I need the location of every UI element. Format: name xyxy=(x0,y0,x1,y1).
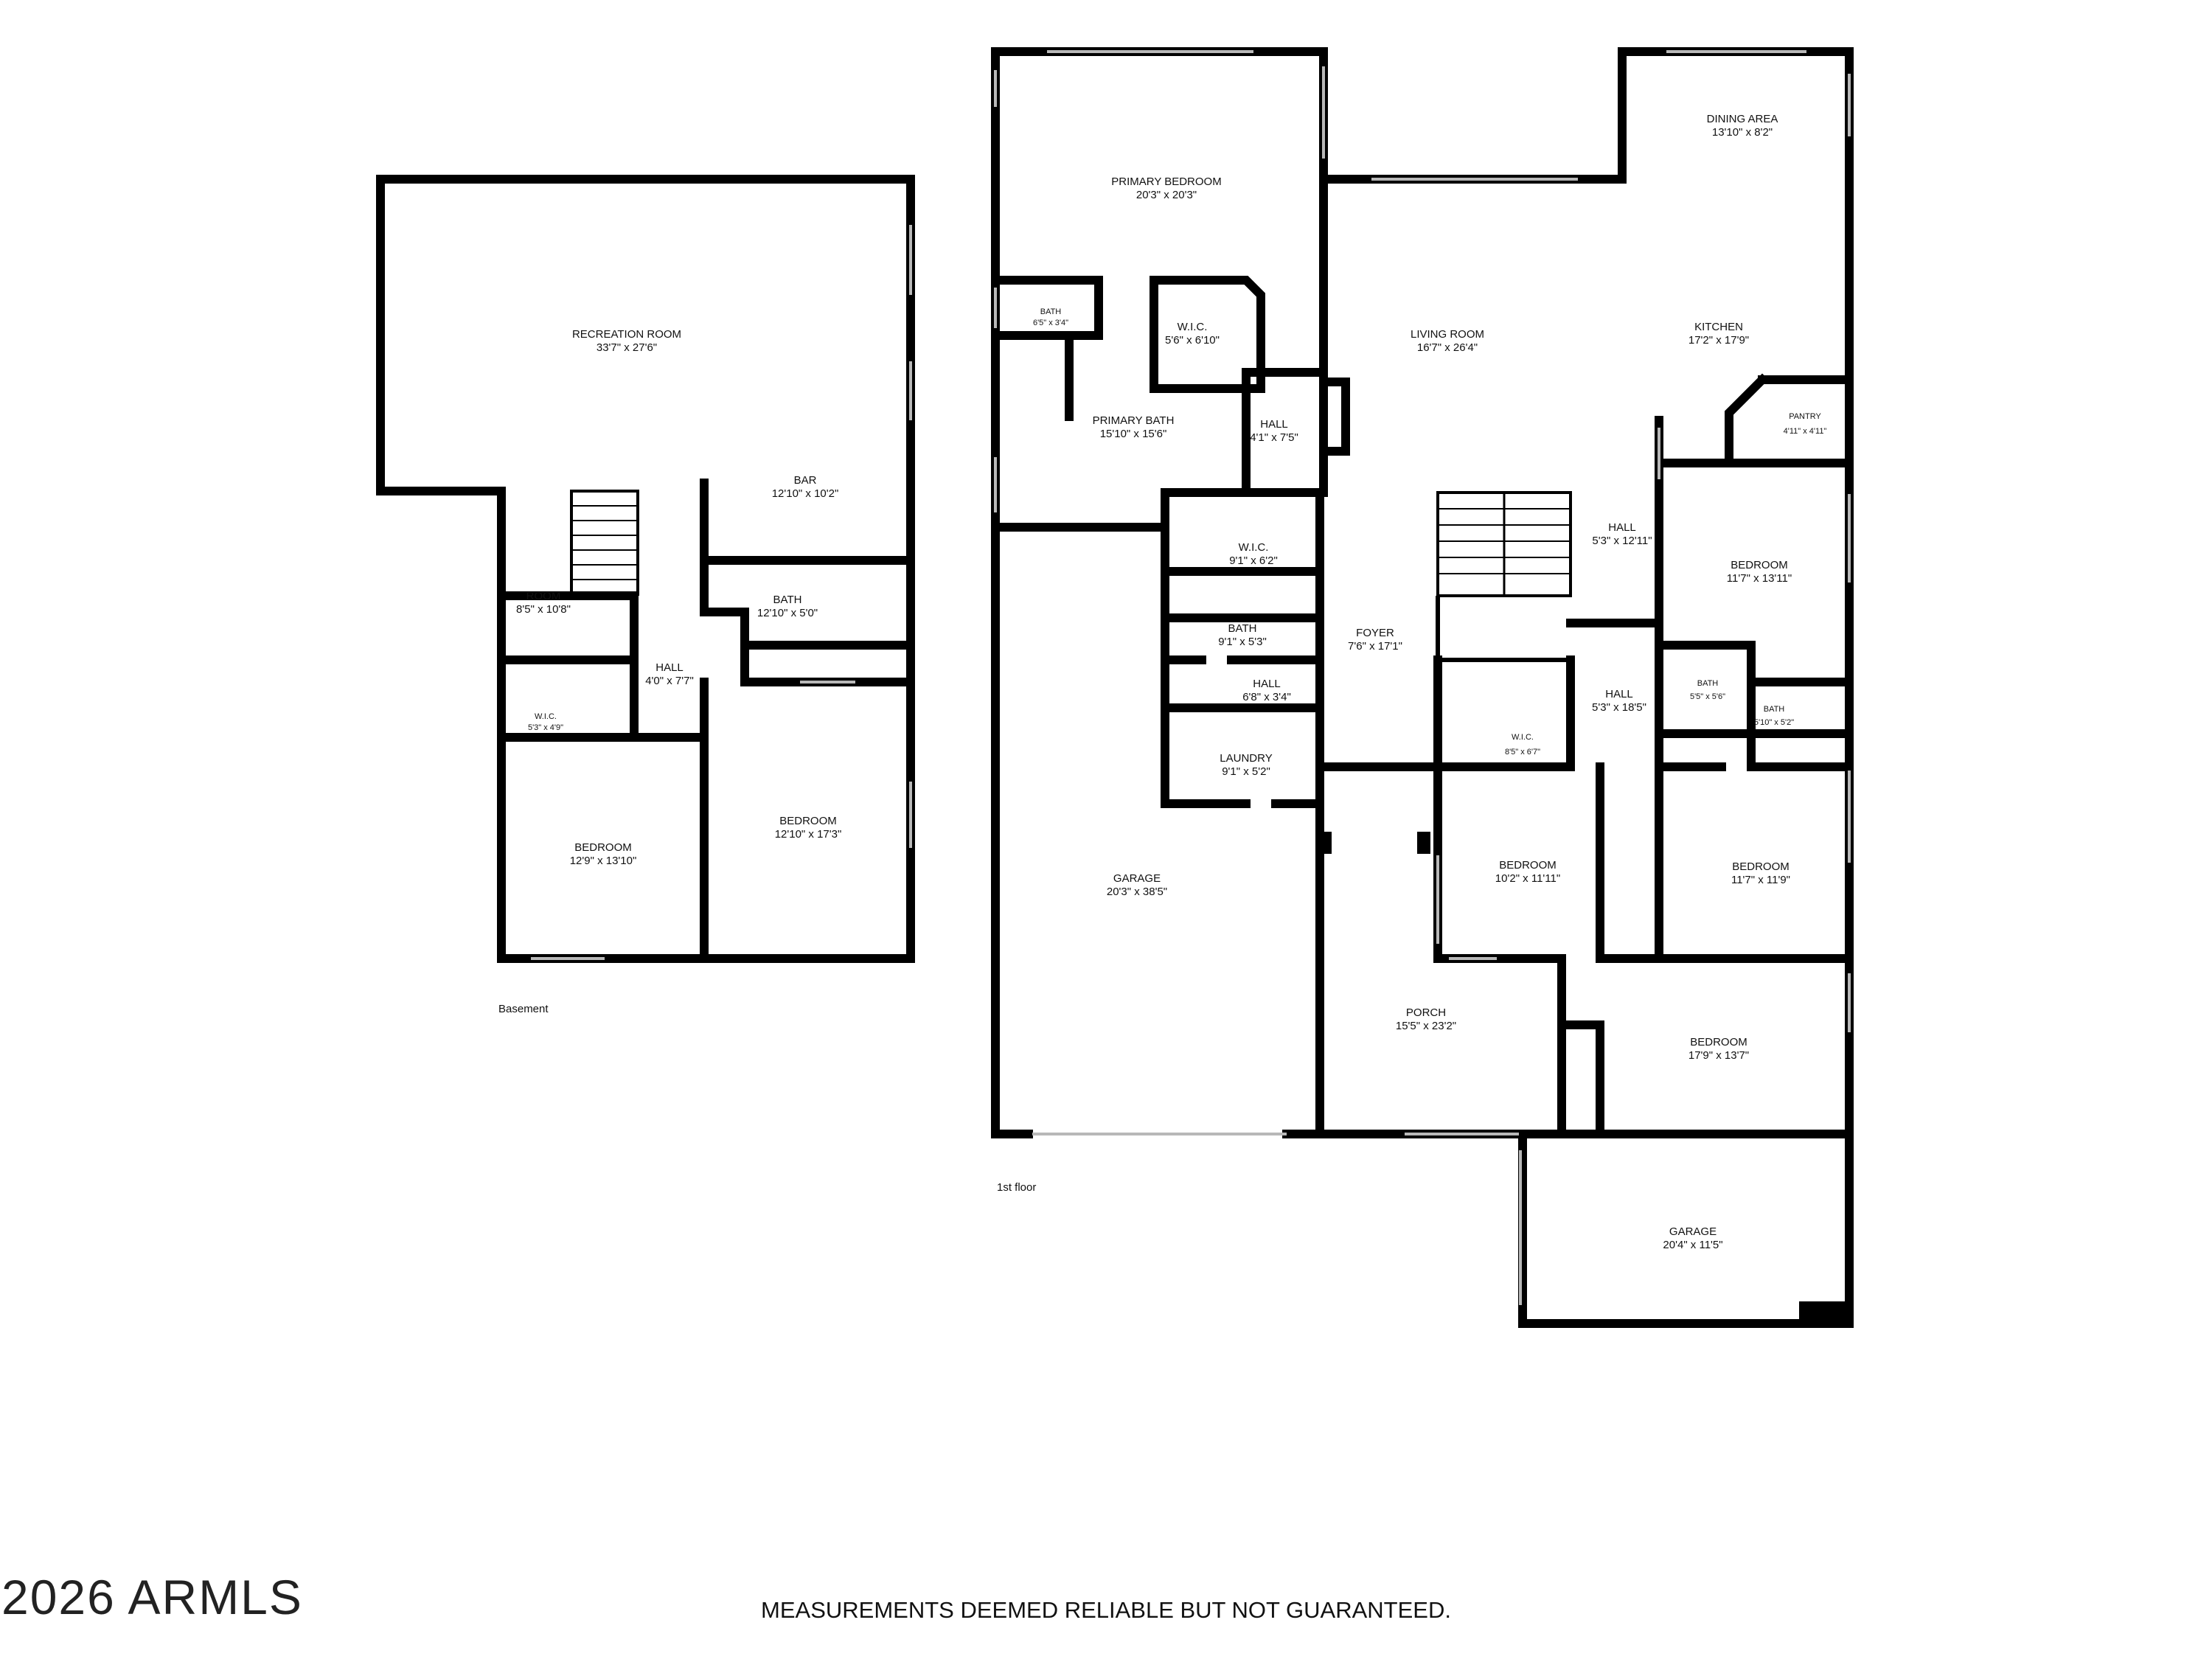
bedroom-east-label: BEDROOM xyxy=(1732,860,1790,873)
bedroom-ne-dims: 11'7" x 13'11" xyxy=(1727,572,1792,585)
recreation-room-label: RECREATION ROOM xyxy=(572,328,681,341)
bar-label: BAR xyxy=(794,474,817,487)
garage-main-dims: 20'3" x 38'5" xyxy=(1107,886,1167,898)
wic-2-label: W.I.C. xyxy=(1239,541,1269,554)
recreation-room-dims: 33'7" x 27'6" xyxy=(597,341,657,354)
basement-bedroom-1-dims: 12'9" x 13'10" xyxy=(570,855,637,867)
hall-east-2-dims: 5'3" x 18'5" xyxy=(1592,701,1646,714)
foyer-dims: 7'6" x 17'1" xyxy=(1348,640,1402,653)
living-room-dims: 16'7" x 26'4" xyxy=(1417,341,1478,354)
dining-area-dims: 13'10" x 8'2" xyxy=(1712,126,1773,139)
first-floor-plan: PRIMARY BEDROOM 20'3" x 20'3" BATH 6'5" … xyxy=(991,47,1854,1328)
bedroom-se-dims: 17'9" x 13'7" xyxy=(1688,1049,1749,1062)
primary-wic-dims: 5'6" x 6'10" xyxy=(1165,334,1220,347)
bedroom-se-label: BEDROOM xyxy=(1690,1036,1747,1048)
hall-east-1-label: HALL xyxy=(1608,521,1636,534)
basement-hall-dims: 4'0" x 7'7" xyxy=(645,675,694,687)
hall-2-dims: 6'8" x 3'4" xyxy=(1242,691,1291,703)
basement-bath-dims: 12'10" x 5'0" xyxy=(757,607,818,619)
kitchen-label: KITCHEN xyxy=(1694,321,1743,333)
bath-east-2-label: BATH xyxy=(1764,705,1785,714)
kitchen-dims: 17'2" x 17'9" xyxy=(1688,334,1749,347)
laundry-label: LAUNDRY xyxy=(1220,752,1272,765)
bath-east-1-label: BATH xyxy=(1697,679,1719,688)
bath-east-2-dims: 5'10" x 5'2" xyxy=(1754,718,1794,727)
copyright-watermark: 2026 ARMLS xyxy=(1,1570,303,1624)
bedroom-ne-label: BEDROOM xyxy=(1731,559,1788,571)
hall-primary-dims: 4'1" x 7'5" xyxy=(1250,431,1298,444)
bedroom-east-dims: 11'7" x 11'9" xyxy=(1731,874,1790,886)
basement-bedroom-1-label: BEDROOM xyxy=(574,841,632,854)
wic-3-dims: 8'5" x 6'7" xyxy=(1505,748,1540,757)
wic-2-dims: 9'1" x 6'2" xyxy=(1229,554,1278,567)
laundry-dims: 9'1" x 5'2" xyxy=(1222,765,1270,778)
basement-bath-label: BATH xyxy=(773,594,802,606)
living-room-label: LIVING ROOM xyxy=(1411,328,1484,341)
bath-2-label: BATH xyxy=(1228,622,1257,635)
primary-bedroom-dims: 20'3" x 20'3" xyxy=(1136,189,1197,201)
first-floor-label: 1st floor xyxy=(997,1181,1036,1194)
porch-label: PORCH xyxy=(1406,1006,1446,1019)
basement-wic-dims: 5'3" x 4'9" xyxy=(528,723,563,732)
basement-wic-label: W.I.C. xyxy=(535,712,557,721)
measurement-disclaimer: MEASUREMENTS DEEMED RELIABLE BUT NOT GUA… xyxy=(761,1597,1451,1623)
primary-wic-label: W.I.C. xyxy=(1178,321,1208,333)
bath-2-dims: 9'1" x 5'3" xyxy=(1218,636,1267,648)
primary-small-bath-dims: 6'5" x 3'4" xyxy=(1033,319,1068,327)
hall-east-1-dims: 5'3" x 12'11" xyxy=(1592,535,1652,547)
primary-bath-dims: 15'10" x 15'6" xyxy=(1100,428,1167,440)
bedroom-mid-label: BEDROOM xyxy=(1499,859,1557,872)
primary-small-bath-label: BATH xyxy=(1040,307,1062,316)
basement-stairs xyxy=(570,490,639,596)
hall-primary-label: HALL xyxy=(1260,418,1288,431)
hall-east-2-label: HALL xyxy=(1605,688,1633,700)
porch-dims: 15'5" x 23'2" xyxy=(1396,1020,1456,1032)
basement-hall-label: HALL xyxy=(655,661,684,674)
dining-area-label: DINING AREA xyxy=(1707,113,1778,125)
first-floor-stairs xyxy=(1436,491,1572,597)
basement-plan: RECREATION ROOM 33'7" x 27'6" BAR 12'10"… xyxy=(376,175,915,1015)
pantry-dims: 4'11" x 4'11" xyxy=(1784,427,1827,436)
primary-bath-label: PRIMARY BATH xyxy=(1093,414,1175,427)
bar-dims: 12'10" x 10'2" xyxy=(772,487,839,500)
hall-2-label: HALL xyxy=(1253,678,1281,690)
bath-east-1-dims: 5'5" x 5'6" xyxy=(1690,692,1725,701)
basement-bedroom-2-dims: 12'10" x 17'3" xyxy=(775,828,842,841)
basement-room-dims: 8'5" x 10'8" xyxy=(516,603,571,616)
basement-bedroom-2-label: BEDROOM xyxy=(779,815,837,827)
foyer-label: FOYER xyxy=(1356,627,1394,639)
primary-bedroom-label: PRIMARY BEDROOM xyxy=(1111,175,1221,188)
garage-small-dims: 20'4" x 11'5" xyxy=(1663,1239,1722,1251)
bedroom-mid-dims: 10'2" x 11'11" xyxy=(1495,872,1560,885)
basement-floor-label: Basement xyxy=(498,1003,549,1015)
wic-3-label: W.I.C. xyxy=(1512,733,1534,742)
garage-small-label: GARAGE xyxy=(1669,1225,1717,1238)
basement-room-label: ROOM xyxy=(526,590,561,602)
garage-main-label: GARAGE xyxy=(1113,872,1161,885)
pantry-label: PANTRY xyxy=(1789,412,1821,421)
